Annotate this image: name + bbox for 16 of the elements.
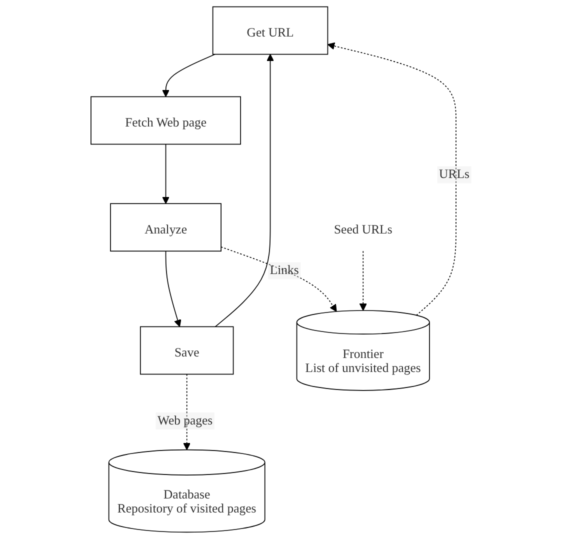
node-text: Seed URLs bbox=[334, 222, 393, 236]
arrow bbox=[215, 54, 274, 328]
arrow bbox=[162, 54, 216, 98]
arrow bbox=[360, 250, 368, 311]
arrow bbox=[221, 246, 338, 312]
arrow bbox=[184, 374, 191, 450]
node-box: Analyze bbox=[110, 203, 222, 252]
arrow bbox=[162, 144, 170, 204]
node-box: Get URL bbox=[212, 6, 329, 55]
node-box: Fetch Web page bbox=[90, 96, 242, 145]
edge-label: URLs bbox=[439, 167, 470, 182]
node-box: Save bbox=[140, 326, 234, 375]
edge-label: Links bbox=[270, 263, 300, 278]
arrow bbox=[328, 42, 457, 316]
edge-label: Web pages bbox=[158, 413, 214, 428]
arrow bbox=[166, 250, 182, 328]
